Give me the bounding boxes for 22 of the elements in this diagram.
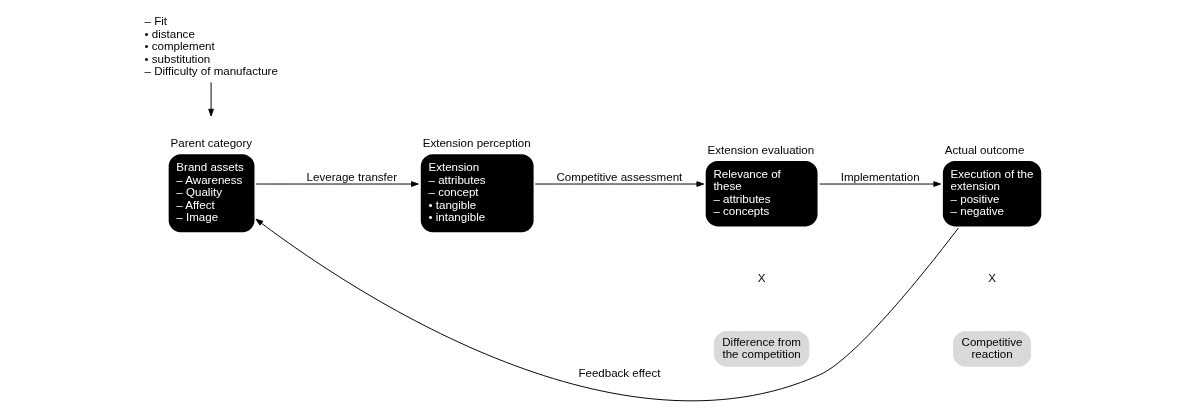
node-box: Brand assets – Awareness – Quality – Affect – Image xyxy=(168,154,254,233)
node-label: Parent category xyxy=(170,137,252,149)
edge-label: Competitive assessment xyxy=(556,170,682,183)
node-box: Extension – attributes – concept • tangible • intangible xyxy=(420,154,534,233)
node-box: Relevance of these – attributes – concepts xyxy=(705,160,818,227)
arrow xyxy=(818,181,941,187)
edge-label: Leverage transfer xyxy=(306,170,397,183)
edge-label: Feedback effect xyxy=(577,367,660,380)
node-text: – Fit • distance • complement • substitution – Difficulty of manufacture xyxy=(144,15,278,78)
label: X xyxy=(987,272,996,285)
arrow xyxy=(255,218,959,401)
node-label: Actual outcome xyxy=(944,143,1024,156)
arrow xyxy=(534,181,704,187)
edge-label: Implementation xyxy=(840,170,920,183)
node-box: Difference from the competition xyxy=(713,331,809,367)
node-label: Extension evaluation xyxy=(707,143,814,156)
arrow xyxy=(255,181,419,187)
node-label: Extension perception xyxy=(422,137,531,149)
node-box: Execution of the extension – positive – negative xyxy=(942,160,1041,227)
arrow xyxy=(207,81,214,117)
label: X xyxy=(757,272,765,285)
node-box: Competitive reaction xyxy=(952,331,1031,367)
